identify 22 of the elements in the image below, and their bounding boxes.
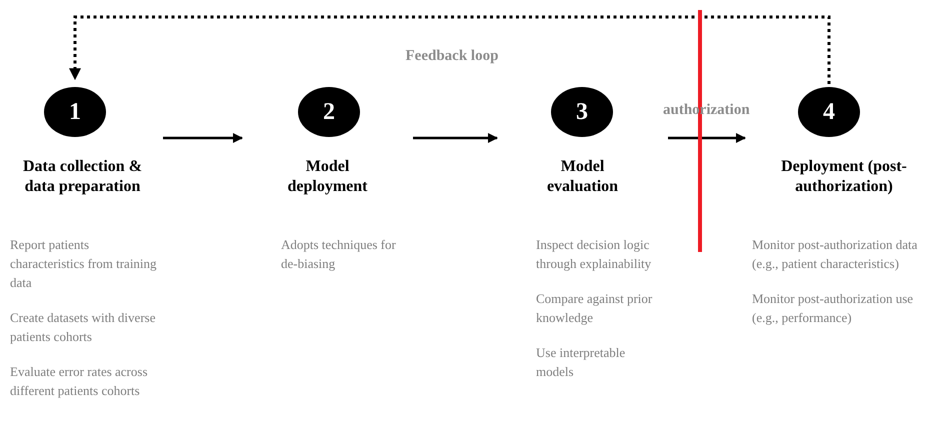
step-heading: Data collection & data preparation: [22, 157, 144, 197]
arrow: [668, 133, 746, 143]
step-number-circle: 3: [551, 87, 613, 137]
arrow: [413, 133, 498, 143]
arrow: [163, 133, 243, 143]
step-number-circle: 1: [44, 87, 106, 137]
bullet-text: Report patients characteristics from training data: [10, 236, 158, 292]
bullet-text: Inspect decision logic through explainability: [536, 236, 652, 273]
bullet-text: Monitor post-authorization use (e.g., performance): [752, 290, 914, 327]
step-heading: Deployment (post-authorization): [780, 157, 908, 197]
edge-label: Feedback loop: [404, 48, 500, 65]
bullet-text: Create datasets with diverse patients cohorts: [10, 309, 156, 346]
arrow: [69, 16, 830, 84]
step-number-circle: 4: [798, 87, 860, 137]
step-heading: Model deployment: [286, 157, 368, 197]
step-heading: Model evaluation: [546, 157, 620, 197]
step-number-circle: 2: [298, 87, 360, 137]
bullet-text: Use interpretable models: [536, 344, 626, 381]
bullet-text: Monitor post-authorization data (e.g., patient characteristics): [752, 236, 918, 273]
bullet-text: Compare against prior knowledge: [536, 290, 654, 327]
bullet-text: Evaluate error rates across different patients cohorts: [10, 363, 149, 400]
note-text: Adopts techniques for de-biasing: [281, 236, 397, 273]
